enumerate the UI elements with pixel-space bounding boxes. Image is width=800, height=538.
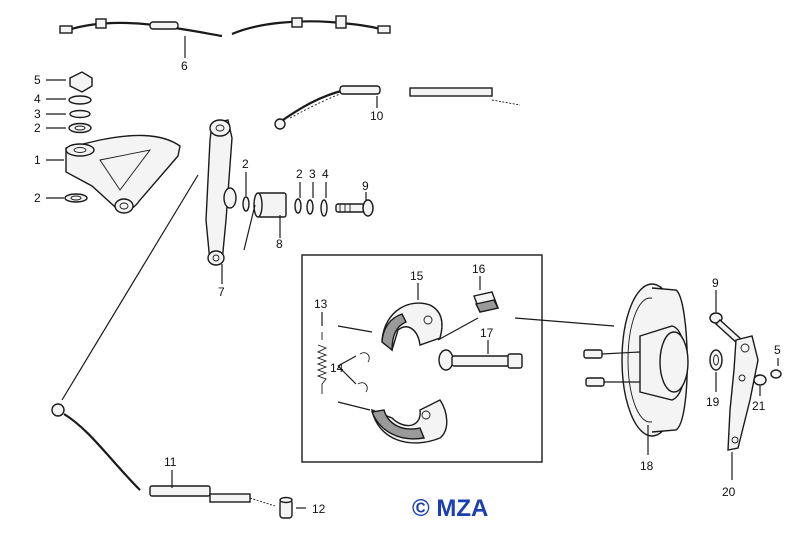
label-14: 14 [330,361,344,375]
label-2: 2 [296,167,303,181]
shaft-hardware [242,192,374,251]
part-12-cable-end-cap [279,496,306,519]
label-17: 17 [480,326,494,340]
label-7: 7 [218,285,225,299]
label-9: 9 [712,276,719,290]
part-6-brake-cables [59,15,391,58]
label-2: 2 [242,157,249,171]
label-10: 10 [370,109,384,123]
label-5: 5 [34,73,41,87]
left-leader-lines [46,79,367,385]
part-10-cable [274,85,521,130]
label-18: 18 [640,459,654,473]
label-2: 2 [34,191,41,205]
label-6: 6 [181,59,188,73]
label-16: 16 [472,262,486,276]
label-12: 12 [312,502,326,516]
label-11: 11 [164,455,177,469]
label-4: 4 [322,167,329,181]
label-9: 9 [362,179,369,193]
part-18-brake-drum-hub [583,283,689,455]
label-15: 15 [410,269,424,283]
label-20: 20 [722,485,736,499]
label-5: 5 [774,343,781,357]
part-11-long-cable [51,174,276,507]
label-8: 8 [276,237,283,251]
brake-shoe-inset [301,254,615,463]
label-21: 21 [752,399,766,413]
part-7-lever [205,119,237,266]
label-2: 2 [34,121,41,135]
label-19: 19 [706,395,720,409]
left-pivot-arm-assembly [64,71,181,214]
part-number-labels: 5 4 3 2 1 2 6 10 2 2 3 4 9 8 7 15 16 13 … [34,59,781,516]
label-3: 3 [34,107,41,121]
label-1: 1 [34,153,41,167]
watermark: © MZA [412,495,488,522]
right-brake-arm-hardware [709,290,782,480]
label-4: 4 [34,92,41,106]
label-3: 3 [309,167,316,181]
label-13: 13 [314,297,328,311]
